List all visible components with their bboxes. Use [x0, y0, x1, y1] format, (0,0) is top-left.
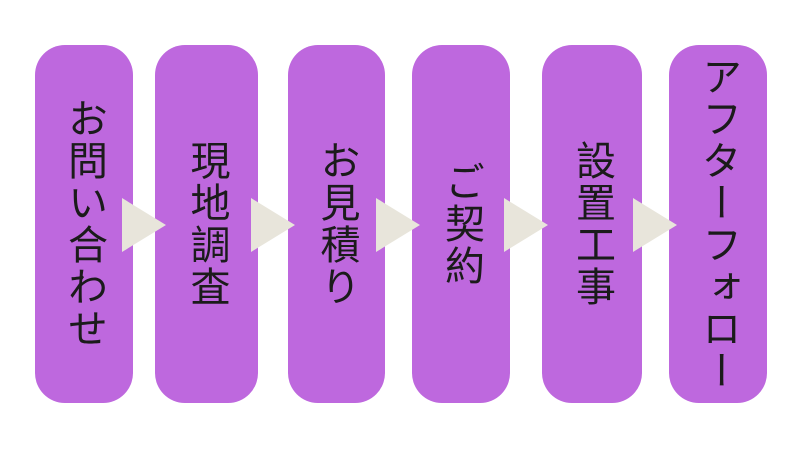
- step-label: 現地調査: [183, 140, 230, 308]
- step-pill-estimate: お見積り: [288, 45, 385, 403]
- arrow-right-icon: [122, 198, 166, 252]
- step-pill-contract: ご契約: [412, 45, 510, 403]
- step-pill-installation: 設置工事: [542, 45, 642, 403]
- step-label: お見積り: [313, 140, 360, 308]
- arrow-right-icon: [251, 198, 295, 252]
- step-pill-inquiry: お問い合わせ: [35, 45, 133, 403]
- step-label: ご契約: [438, 161, 484, 287]
- arrow-right-icon: [504, 198, 548, 252]
- step-label: アフターフォロー: [695, 56, 741, 392]
- arrow-right-icon: [376, 198, 420, 252]
- step-pill-after-follow: アフターフォロー: [669, 45, 767, 403]
- step-label: お問い合わせ: [61, 98, 107, 350]
- arrow-right-icon: [633, 198, 677, 252]
- step-pill-site-survey: 現地調査: [155, 45, 258, 403]
- step-label: 設置工事: [569, 140, 615, 308]
